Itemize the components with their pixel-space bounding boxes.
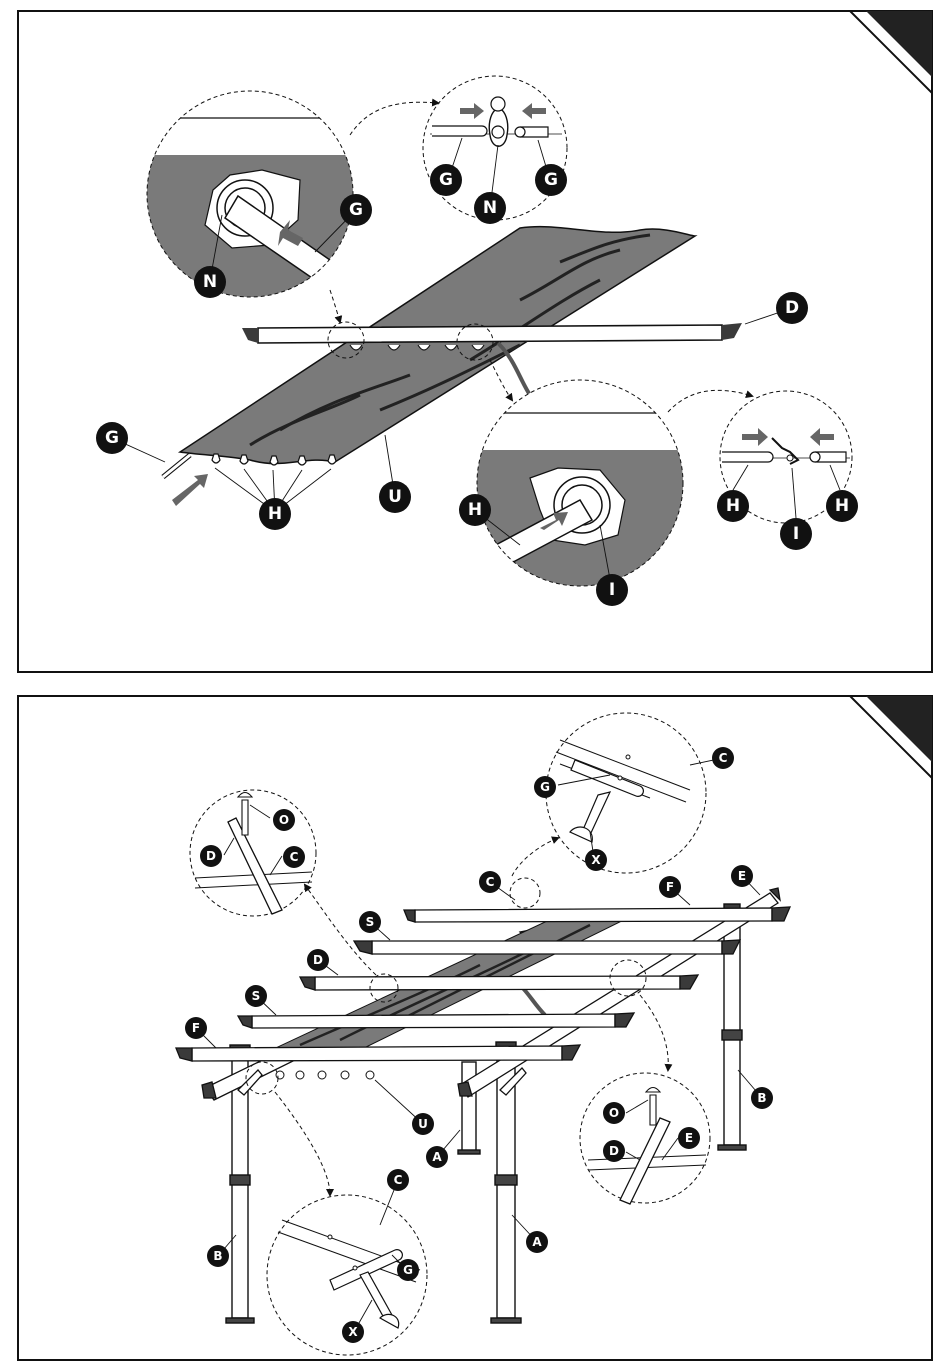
label-d: D bbox=[776, 292, 808, 324]
svg-text:B: B bbox=[213, 1249, 222, 1263]
label-c: C bbox=[283, 846, 305, 868]
svg-text:C: C bbox=[486, 875, 495, 889]
label-g: G bbox=[430, 164, 462, 196]
svg-text:A: A bbox=[532, 1235, 542, 1249]
label-x: X bbox=[342, 1321, 364, 1343]
label-c: C bbox=[479, 871, 501, 893]
label-d: D bbox=[307, 949, 329, 971]
svg-text:H: H bbox=[726, 496, 740, 516]
label-c: C bbox=[387, 1169, 409, 1191]
svg-text:C: C bbox=[394, 1173, 403, 1187]
svg-text:I: I bbox=[609, 580, 615, 600]
label-n: N bbox=[474, 192, 506, 224]
svg-text:D: D bbox=[609, 1144, 619, 1158]
svg-text:C: C bbox=[290, 850, 299, 864]
svg-text:H: H bbox=[268, 504, 282, 524]
label-a: A bbox=[426, 1146, 448, 1168]
label-s: S bbox=[359, 911, 381, 933]
svg-text:N: N bbox=[483, 198, 497, 218]
label-b: B bbox=[751, 1087, 773, 1109]
label-g: G bbox=[534, 776, 556, 798]
label-i: I bbox=[780, 518, 812, 550]
svg-text:E: E bbox=[738, 869, 746, 883]
label-h: H bbox=[459, 494, 491, 526]
label-u: U bbox=[412, 1113, 434, 1135]
label-c: C bbox=[712, 747, 734, 769]
svg-text:U: U bbox=[418, 1117, 428, 1131]
label-f: F bbox=[659, 876, 681, 898]
svg-text:X: X bbox=[348, 1325, 358, 1339]
svg-text:F: F bbox=[666, 880, 674, 894]
svg-text:X: X bbox=[591, 853, 601, 867]
svg-text:D: D bbox=[313, 953, 323, 967]
svg-text:O: O bbox=[609, 1106, 619, 1120]
label-b: B bbox=[207, 1245, 229, 1267]
label-n: N bbox=[194, 266, 226, 298]
label-o: O bbox=[603, 1102, 625, 1124]
svg-text:G: G bbox=[403, 1263, 413, 1277]
svg-text:A: A bbox=[432, 1150, 442, 1164]
svg-text:H: H bbox=[468, 500, 482, 520]
svg-text:D: D bbox=[785, 298, 799, 318]
label-g: G bbox=[535, 164, 567, 196]
svg-text:U: U bbox=[388, 487, 402, 507]
svg-text:G: G bbox=[544, 170, 558, 190]
svg-text:C: C bbox=[719, 751, 728, 765]
label-f: F bbox=[185, 1017, 207, 1039]
label-g: G bbox=[96, 422, 128, 454]
label-u: U bbox=[379, 481, 411, 513]
label-h: H bbox=[826, 490, 858, 522]
label-h: H bbox=[259, 498, 291, 530]
label-g: G bbox=[340, 194, 372, 226]
label-x: X bbox=[585, 849, 607, 871]
label-o: O bbox=[273, 809, 295, 831]
svg-text:G: G bbox=[439, 170, 453, 190]
svg-text:S: S bbox=[252, 989, 261, 1003]
svg-text:G: G bbox=[540, 780, 550, 794]
svg-text:G: G bbox=[105, 428, 119, 448]
svg-text:O: O bbox=[279, 813, 289, 827]
label-i: I bbox=[596, 574, 628, 606]
label-g: G bbox=[397, 1259, 419, 1281]
svg-text:B: B bbox=[757, 1091, 766, 1105]
label-s: S bbox=[245, 985, 267, 1007]
label-e: E bbox=[731, 865, 753, 887]
label-e: E bbox=[678, 1127, 700, 1149]
svg-text:S: S bbox=[366, 915, 375, 929]
svg-text:I: I bbox=[793, 524, 799, 544]
label-d: D bbox=[200, 845, 222, 867]
label-d: D bbox=[603, 1140, 625, 1162]
label-h: H bbox=[717, 490, 749, 522]
svg-text:E: E bbox=[685, 1131, 693, 1145]
svg-text:N: N bbox=[203, 272, 217, 292]
svg-text:G: G bbox=[349, 200, 363, 220]
svg-text:F: F bbox=[192, 1021, 200, 1035]
svg-text:D: D bbox=[206, 849, 216, 863]
svg-text:H: H bbox=[835, 496, 849, 516]
step1-panel: D G H U N G G N G H I H I H bbox=[18, 11, 932, 672]
step2-panel: C G X O D C C F E S D S F B U A A B O D … bbox=[18, 696, 932, 1360]
label-a: A bbox=[526, 1231, 548, 1253]
